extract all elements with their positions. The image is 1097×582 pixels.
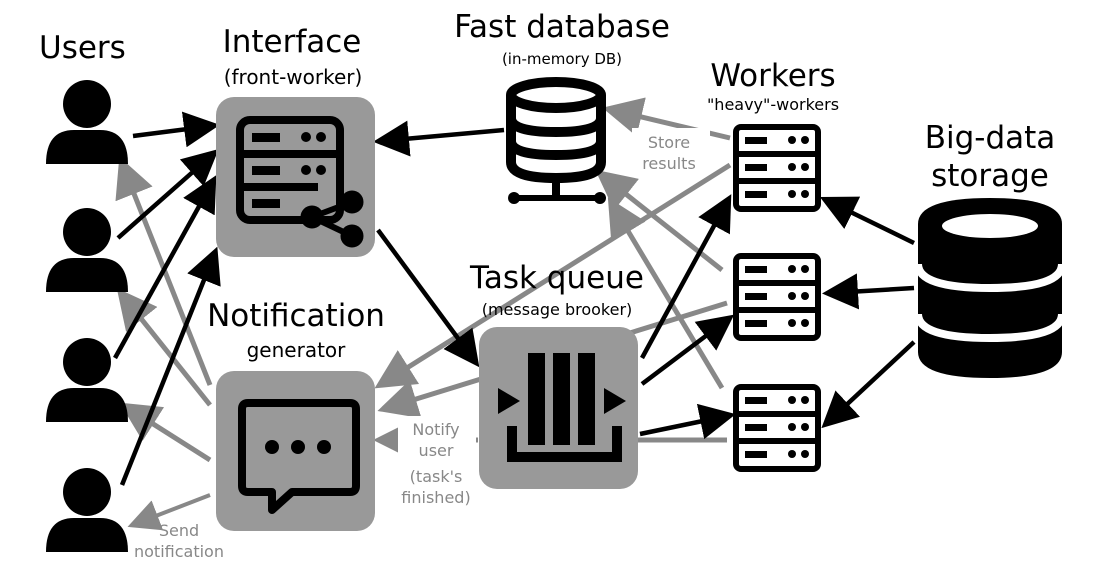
arrow-worker1-to-notif: [374, 162, 732, 389]
worker-1: [733, 124, 821, 212]
user-icon: [46, 338, 128, 422]
send-notification-label: Send notification: [134, 521, 224, 561]
users-title: Users: [39, 30, 126, 66]
server-icon: [733, 124, 821, 212]
edge-label-line: finished): [401, 488, 470, 507]
edge-label-line: (task's: [410, 467, 463, 486]
interface-subtitle: (front-worker): [224, 65, 363, 89]
arrow-db-to-interface: [373, 120, 505, 157]
edge-label-line: Send: [159, 521, 199, 540]
fast-db-subtitle: (in-memory DB): [502, 50, 622, 68]
arrow-worker3-to-db: [607, 197, 725, 390]
arrow-queue-to-worker1: [640, 194, 732, 360]
interface-title: Interface: [223, 24, 362, 60]
interface-node: [216, 97, 375, 257]
arrow-interface-to-queue: [376, 228, 480, 368]
worker-3: [733, 384, 821, 472]
server-icon: [733, 253, 821, 341]
edge-label-line: user: [419, 441, 454, 460]
storage-icon: [914, 198, 1066, 378]
arrow-user2-to-interface: [116, 149, 219, 240]
task-queue-node: [479, 327, 638, 489]
user-icon: [46, 468, 128, 552]
notification-node: [216, 371, 375, 531]
chat-bubble-icon: [238, 399, 360, 514]
big-data-title-line1: Big-data: [925, 120, 1056, 156]
arrow-user1-to-interface: [132, 111, 220, 148]
black-arrows: [113, 111, 916, 486]
arrow-storage-to-worker2: [822, 273, 915, 310]
server-icon: [236, 116, 344, 224]
notification-title: Notification: [207, 298, 385, 334]
arrow-storage-to-worker3: [821, 340, 916, 429]
arrow-worker1-to-db: [602, 97, 731, 141]
fast-db-title: Fast database: [454, 9, 670, 45]
task-queue-subtitle: (message brooker): [482, 300, 633, 319]
user-icon: [46, 208, 128, 292]
share-icon: [300, 190, 364, 248]
notification-subtitle: generator: [247, 338, 347, 362]
arrow-notif-to-user3: [119, 402, 212, 463]
arrow-user4-to-interface: [119, 246, 221, 486]
arrow-queue-to-worker3: [639, 403, 736, 440]
arrow-queue-to-worker2: [640, 314, 735, 386]
workers-title: Workers: [710, 58, 835, 94]
server-icon: [733, 384, 821, 472]
database-icon: [506, 77, 606, 204]
arrow-user3-to-interface: [113, 175, 217, 360]
arrow-notif-to-user4: [127, 493, 211, 531]
arrow-notif-to-user1: [115, 156, 213, 386]
edge-label-line: Notify: [412, 420, 459, 439]
queue-icon: [498, 353, 626, 462]
worker-2: [733, 253, 821, 341]
arrow-worker2-to-db: [595, 169, 724, 272]
user-icon: [46, 80, 128, 164]
notify-user-label: Notify user (task's finished): [398, 416, 476, 508]
task-queue-title: Task queue: [469, 260, 644, 296]
edge-label-line: Store: [648, 133, 690, 152]
arrow-storage-to-worker1: [819, 196, 915, 246]
store-results-label: Store results: [632, 128, 710, 174]
edge-label-line: results: [642, 154, 696, 173]
edge-label-line: notification: [134, 542, 224, 561]
workers-subtitle: "heavy"-workers: [707, 95, 839, 114]
big-data-title-line2: storage: [931, 158, 1049, 194]
users-column: [46, 80, 128, 552]
